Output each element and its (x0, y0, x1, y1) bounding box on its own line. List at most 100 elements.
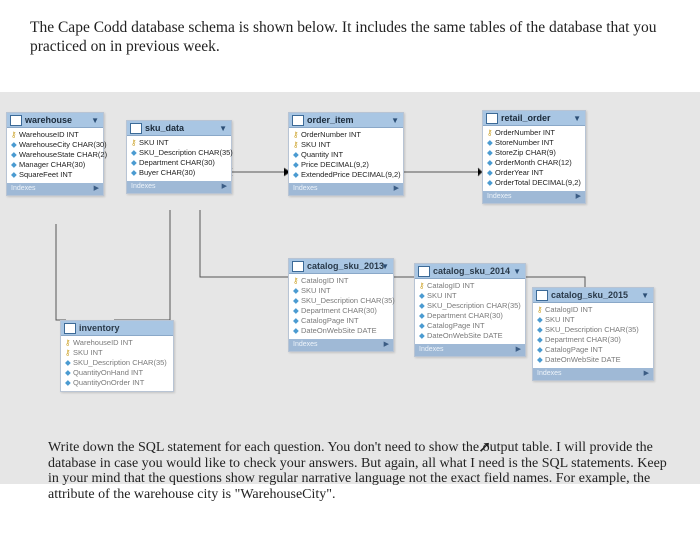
indexes-footer[interactable]: Indexes▶ (533, 368, 653, 380)
diamond-icon: ◆ (293, 286, 299, 295)
expand-arrow-icon: ▶ (643, 370, 649, 377)
column-row: ◆OrderTotal DECIMAL(9,2) (487, 178, 581, 187)
chevron-down-icon[interactable]: ▼ (573, 114, 581, 123)
expand-arrow-icon: ▶ (575, 193, 581, 200)
column-row: ◆Quantity INT (293, 150, 344, 159)
table-catalog-sku-2013[interactable]: catalog_sku_2013▼ ⚷CatalogID INT ◆SKU IN… (288, 258, 395, 352)
expand-arrow-icon: ▶ (383, 341, 389, 348)
mouse-cursor-icon: ➚ (478, 439, 492, 456)
indexes-footer[interactable]: Indexes▶ (7, 183, 103, 195)
diamond-icon: ◆ (537, 325, 543, 334)
indexes-footer[interactable]: Indexes▶ (483, 191, 585, 203)
diamond-icon: ◆ (487, 168, 493, 177)
table-icon (130, 123, 142, 134)
table-icon (292, 115, 304, 126)
column-row: ◆WarehouseCity CHAR(30) (11, 140, 107, 149)
table-icon (418, 266, 430, 277)
chevron-down-icon[interactable]: ▼ (91, 116, 99, 125)
table-retail-order[interactable]: retail_order ▼ ⚷OrderNumber INT ◆StoreNum… (482, 110, 586, 204)
diamond-icon: ◆ (293, 150, 299, 159)
column-row: ⚷WarehouseID INT (65, 338, 133, 347)
column-row: ◆SKU_Description CHAR(35) (131, 148, 233, 157)
column-row: ◆DateOnWebSite DATE (419, 331, 503, 340)
table-title: catalog_sku_2013 (307, 261, 385, 271)
column-row: ◆Price DECIMAL(9,2) (293, 160, 369, 169)
column-row: ◆Department CHAR(30) (537, 335, 621, 344)
column-row: ◆SKU_Description CHAR(35) (537, 325, 639, 334)
diamond-icon: ◆ (293, 316, 299, 325)
indexes-footer[interactable]: Indexes▶ (289, 183, 403, 195)
indexes-footer[interactable]: Indexes▶ (127, 181, 231, 193)
column-row: ◆QuantityOnHand INT (65, 368, 144, 377)
er-diagram-canvas: warehouse ▼ ⚷WarehouseID INT ◆WarehouseCi… (0, 92, 700, 484)
key-icon: ⚷ (293, 140, 299, 149)
column-row: ◆WarehouseState CHAR(2) (11, 150, 108, 159)
diamond-icon: ◆ (65, 368, 71, 377)
table-catalog-sku-2014[interactable]: catalog_sku_2014▼ ⚷CatalogID INT ◆SKU IN… (414, 263, 526, 357)
table-inventory[interactable]: inventory ⚷WarehouseID INT ⚷SKU INT ◆SKU… (60, 320, 174, 392)
diamond-icon: ◆ (65, 378, 71, 387)
diamond-icon: ◆ (487, 148, 493, 157)
diamond-icon: ◆ (293, 170, 299, 179)
key-icon: ⚷ (537, 305, 543, 314)
diamond-icon: ◆ (419, 331, 425, 340)
column-row: ◆Department CHAR(30) (419, 311, 503, 320)
table-icon (536, 290, 548, 301)
intro-paragraph: The Cape Codd database schema is shown b… (30, 19, 657, 55)
table-order-item[interactable]: order_item▼ ⚷OrderNumber INT ⚷SKU INT ◆Q… (288, 112, 404, 196)
table-title: warehouse (25, 115, 73, 125)
key-icon: ⚷ (293, 276, 299, 285)
diamond-icon: ◆ (419, 311, 425, 320)
column-row: ◆SKU_Description CHAR(35) (65, 358, 167, 367)
diamond-icon: ◆ (537, 345, 543, 354)
indexes-footer[interactable]: Indexes▶ (415, 344, 525, 356)
diamond-icon: ◆ (131, 168, 137, 177)
diamond-icon: ◆ (419, 291, 425, 300)
table-icon (10, 115, 22, 126)
column-row: ◆ExtendedPrice DECIMAL(9,2) (293, 170, 401, 179)
column-row: ⚷SKU INT (293, 140, 331, 149)
key-icon: ⚷ (11, 130, 17, 139)
column-row: ⚷OrderNumber INT (487, 128, 556, 137)
column-row: ◆CatalogPage INT (293, 316, 359, 325)
instructions-paragraph: Write down the SQL statement for each qu… (48, 440, 667, 502)
table-icon (292, 261, 304, 272)
column-row: ⚷CatalogID INT (293, 276, 349, 285)
key-icon: ⚷ (131, 138, 137, 147)
indexes-footer[interactable]: Indexes▶ (289, 339, 393, 351)
expand-arrow-icon: ▶ (515, 346, 521, 353)
column-row: ◆DateOnWebSite DATE (293, 326, 377, 335)
diamond-icon: ◆ (487, 138, 493, 147)
diamond-icon: ◆ (11, 140, 17, 149)
column-row: ◆SKU_Description CHAR(35) (293, 296, 395, 305)
column-row: ◆OrderMonth CHAR(12) (487, 158, 572, 167)
table-title: order_item (307, 115, 354, 125)
key-icon: ⚷ (419, 281, 425, 290)
diamond-icon: ◆ (419, 301, 425, 310)
diamond-icon: ◆ (131, 158, 137, 167)
expand-arrow-icon: ▶ (393, 185, 399, 192)
column-row: ◆CatalogPage INT (537, 345, 603, 354)
key-icon: ⚷ (65, 338, 71, 347)
table-title: catalog_sku_2014 (433, 266, 511, 276)
column-row: ⚷SKU INT (131, 138, 169, 147)
table-title: retail_order (501, 113, 551, 123)
chevron-down-icon[interactable]: ▼ (219, 124, 227, 133)
diamond-icon: ◆ (11, 150, 17, 159)
column-row: ◆Buyer CHAR(30) (131, 168, 196, 177)
table-catalog-sku-2015[interactable]: catalog_sku_2015▼ ⚷CatalogID INT ◆SKU IN… (532, 287, 654, 381)
column-row: ◆QuantityOnOrder INT (65, 378, 145, 387)
diamond-icon: ◆ (487, 158, 493, 167)
diamond-icon: ◆ (65, 358, 71, 367)
column-row: ◆StoreNumber INT (487, 138, 554, 147)
diamond-icon: ◆ (537, 315, 543, 324)
table-sku-data[interactable]: sku_data▼ ⚷SKU INT ◆SKU_Description CHAR… (126, 120, 233, 194)
table-warehouse[interactable]: warehouse▼ ⚷WarehouseID INT ◆WarehouseCi… (6, 112, 108, 196)
column-row: ◆Department CHAR(30) (293, 306, 377, 315)
chevron-down-icon[interactable]: ▼ (641, 291, 649, 300)
chevron-down-icon[interactable]: ▼ (391, 116, 399, 125)
expand-arrow-icon: ▶ (93, 185, 99, 192)
chevron-down-icon[interactable]: ▼ (381, 262, 389, 271)
chevron-down-icon[interactable]: ▼ (513, 267, 521, 276)
expand-arrow-icon: ▶ (221, 183, 227, 190)
